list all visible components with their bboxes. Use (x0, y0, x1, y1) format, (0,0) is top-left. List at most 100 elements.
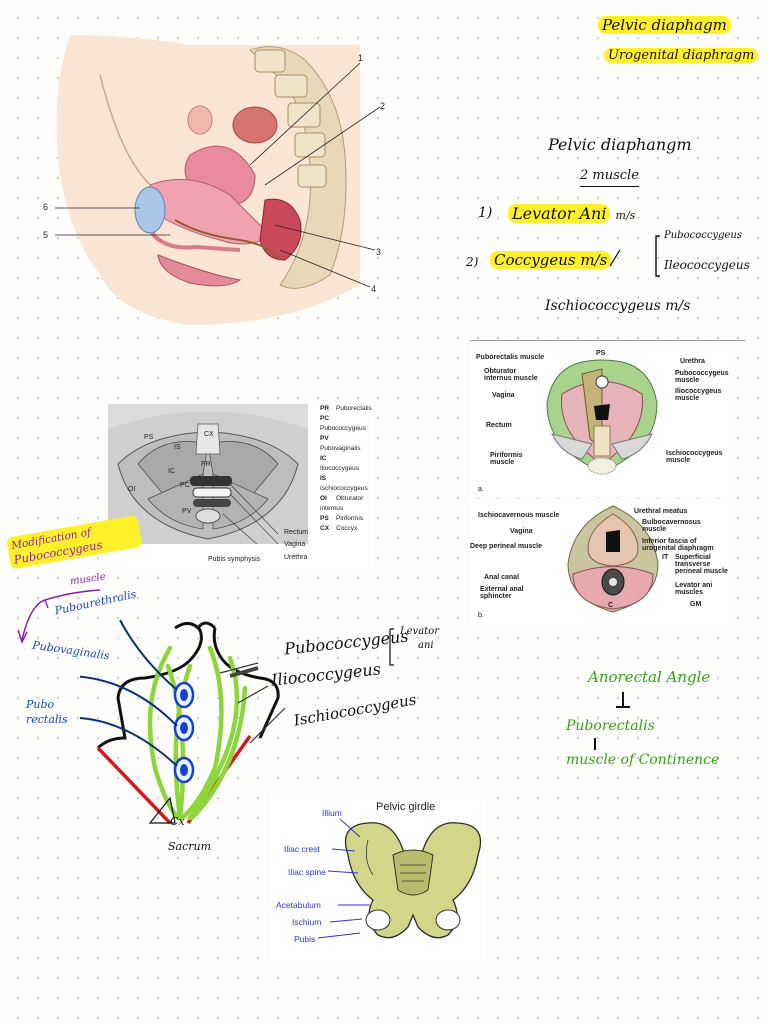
b-label-deep-perineal: Deep perineal muscle (470, 543, 542, 550)
branch-puborectalis-2: rectalis (26, 713, 68, 726)
a-label-ischiococcygeus: Ischiococcygeus muscle (666, 450, 723, 464)
title-pelvic-diaphragm: Pelvic diaphagm (598, 16, 731, 34)
pelvic-girdle-illustration (344, 822, 482, 939)
a-label-puborectalis: Puborectalis muscle (476, 354, 545, 361)
inferior-view-illustration (108, 404, 308, 544)
perineum-a-illustration (546, 359, 658, 475)
title-urogenital-diaphragm-text: Urogenital diaphragm (604, 48, 759, 63)
coccygeus-item: Coccygeus m/s (490, 251, 612, 269)
branch-ileococcygeus: Ileococcygeus (664, 258, 750, 272)
sketch-label-cx: Cx (170, 815, 185, 828)
title-urogenital-diaphragm: Urogenital diaphragm (604, 48, 759, 63)
a-label-rectum: Rectum (486, 422, 512, 429)
ischiococcygeus-item: Ischiococcygeus m/s (545, 298, 691, 314)
b-label-gm: GM (690, 601, 702, 608)
region-ic: IC (168, 468, 175, 475)
a-panel-letter: a. (478, 486, 484, 493)
pelvic-girdle-title: Pelvic girdle (376, 801, 436, 813)
pubis-symphysis-label: Pubis symphysis (208, 556, 261, 563)
b-label-ischiocavernous: Ischiocavernous muscle (478, 512, 560, 519)
pelvic-girdle-figure: Pelvic girdle Illium Iliac crest Iliac s… (270, 795, 485, 960)
b-label-levator-ani: Levator ani muscles (675, 582, 713, 596)
branch-pubococcygeus: Pubococcygeus (664, 230, 742, 241)
pg-label-iliac-spine: Iliac spine (288, 867, 326, 877)
b-label-urethral-meatus: Urethral meatus (634, 508, 688, 515)
anorectal-arrow-1-base (616, 706, 630, 708)
region-ps: PS (144, 434, 154, 441)
pointer-rectum: Rectum (284, 529, 309, 536)
title-pelvic-diaphragm-text: Pelvic diaphagm (598, 16, 731, 34)
b-label-vagina: Vagina (510, 528, 533, 535)
levator-ani-text: Levator Ani (508, 204, 611, 223)
pg-label-ischium: Ischium (292, 917, 322, 927)
levator-ani-suffix: m/s (615, 209, 636, 222)
region-oi: OI (128, 486, 136, 493)
levator-branch-bracket (609, 235, 660, 277)
b-label-external-anal: External anal sphincter (480, 586, 524, 600)
anorectal-arrow-2 (594, 738, 596, 750)
sketch-label-levator: Levator (400, 626, 439, 637)
a-label-piriformis: Piriformis muscle (490, 452, 523, 466)
pointer-urethra: Urethra (284, 554, 308, 561)
a-label-ps: PS (596, 350, 606, 357)
perineum-figure-a: Puborectalis muscle Obturator internus m… (470, 346, 732, 498)
anorectal-arrow-1 (622, 692, 624, 706)
sagittal-pelvis-illustration (55, 35, 381, 325)
levator-ani-item: Levator Ani m/s (508, 204, 635, 223)
legend-row: PCPubococcygeus (320, 415, 366, 432)
divider-line (470, 340, 745, 341)
a-label-obturator: Obturator internus muscle (484, 368, 538, 382)
item1-number: 1) (478, 205, 493, 221)
region-pr: PR (201, 461, 211, 468)
region-cx: CX (204, 431, 214, 438)
callout-6: 6 (43, 202, 49, 212)
b-label-bulbocavernosus: Bulbocavernosus muscle (642, 519, 701, 533)
pg-label-iliac-crest: Iliac crest (284, 844, 320, 854)
b-panel-letter: b. (478, 612, 484, 619)
a-label-urethra: Urethra (680, 358, 705, 365)
levator-ani-sketch (80, 619, 286, 825)
b-label-it: IT (662, 554, 669, 561)
pg-label-acetabulum: Acetabulum (276, 900, 321, 910)
branch-puborectalis: Pubo rectalis (26, 697, 68, 727)
sagittal-pelvis-figure: 1 2 3 4 5 6 (40, 35, 395, 325)
legend-row: ISIschiococcygeus (320, 475, 368, 492)
anorectal-angle-heading: Anorectal Angle (588, 668, 711, 686)
legend-row: PVPubovaginalis (320, 435, 361, 452)
b-label-superficial: Superficial transverse perineal muscle (675, 554, 728, 575)
a-label-vagina: Vagina (492, 392, 515, 399)
callout-3: 3 (376, 247, 382, 257)
levator-bracket (389, 628, 394, 666)
callout-5: 5 (43, 230, 49, 240)
perineum-figure-b: Ischiocavernous muscle Vagina Deep perin… (470, 502, 732, 624)
callout-1: 1 (358, 53, 364, 63)
perineum-b-illustration (567, 505, 659, 613)
b-label-c: C (608, 602, 614, 609)
sketch-label-ani: ani (418, 640, 434, 651)
legend-row: ICIliococcygeus (320, 455, 360, 472)
item2-number: 2) (466, 255, 479, 269)
region-pv: PV (182, 508, 192, 515)
pg-label-pubis: Pubis (294, 934, 316, 944)
muscle-of-continence-note: muscle of Continence (566, 752, 720, 768)
two-muscle-subheading: 2 muscle (580, 168, 639, 187)
region-pc: PC (180, 482, 190, 489)
modification-branch-arrows (17, 589, 101, 644)
coccygeus-text: Coccygeus m/s (490, 251, 612, 269)
a-label-iliococcygeus: Iliococcygeus muscle (675, 388, 722, 402)
sketch-label-sacrum: Sacrum (168, 840, 212, 853)
pointer-vagina: Vagina (284, 541, 306, 548)
callout-4: 4 (371, 284, 377, 294)
a-label-pubococcygeus: Pubococcygeus muscle (675, 370, 729, 384)
callout-2: 2 (380, 101, 386, 111)
b-label-inferior-fascia: Inferior fascia of urogenital diaphragm (642, 538, 714, 552)
region-is: IS (174, 444, 181, 451)
two-muscle-text: 2 muscle (580, 168, 639, 183)
pelvic-diaphragm-heading: Pelvic diaphangm (548, 135, 692, 154)
